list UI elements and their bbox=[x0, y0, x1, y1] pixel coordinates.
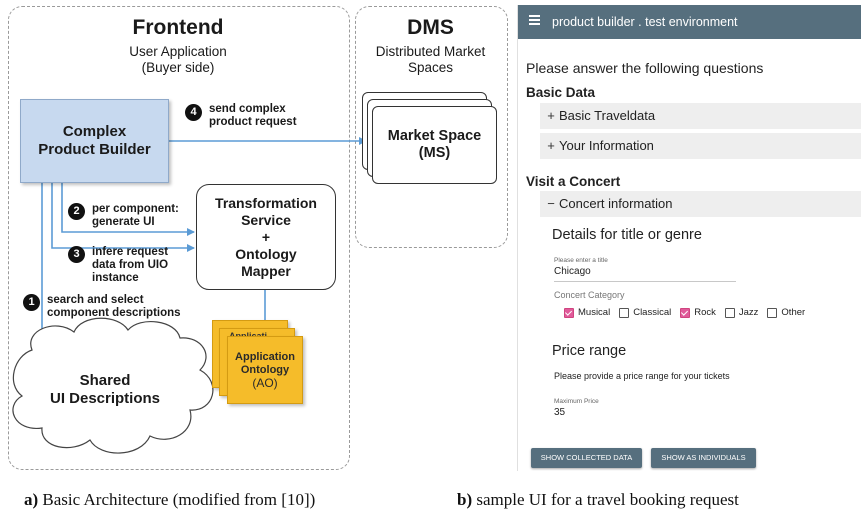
collapse-icon: − bbox=[547, 196, 555, 211]
price-range-text: Please provide a price range for your ti… bbox=[554, 371, 730, 381]
title-field-label: Please enter a title bbox=[554, 257, 608, 264]
details-heading: Details for title or genre bbox=[552, 227, 702, 243]
step1-line1: search and select bbox=[47, 294, 144, 306]
application-ontology-note: Application Ontology (AO) bbox=[227, 336, 303, 404]
transform-line3: Ontology bbox=[235, 245, 297, 262]
checkbox[interactable] bbox=[767, 307, 778, 318]
step4-line2: product request bbox=[209, 116, 297, 128]
category-musical[interactable]: Musical bbox=[564, 307, 610, 318]
app-title: product builder . test environment bbox=[552, 15, 738, 29]
dms-subtitle: Distributed Market Spaces bbox=[355, 44, 506, 76]
step4-badge: 4 bbox=[185, 104, 202, 121]
expand-icon: + bbox=[547, 138, 555, 153]
step4-label: send complex product request bbox=[209, 103, 297, 129]
step2-line1: per component: bbox=[92, 203, 179, 215]
category-jazz-label: Jazz bbox=[738, 307, 759, 318]
step3-line1: infere request bbox=[92, 246, 169, 258]
shared-ui-descriptions-label: Shared UI Descriptions bbox=[20, 372, 190, 408]
expand-icon: + bbox=[547, 108, 555, 123]
category-musical-label: Musical bbox=[578, 307, 611, 318]
concert-category-label: Concert Category bbox=[554, 290, 625, 300]
sample-ui-window: product builder . test environment Pleas… bbox=[517, 5, 861, 471]
panel-concert-information[interactable]: −Concert information bbox=[540, 191, 861, 217]
title-input[interactable]: Chicago bbox=[554, 266, 591, 277]
step1-label: search and select component descriptions bbox=[47, 294, 181, 320]
ontology-line3: (AO) bbox=[252, 375, 278, 390]
frontend-title: Frontend bbox=[132, 16, 224, 39]
caption-a-label: a) bbox=[24, 490, 39, 509]
menu-icon[interactable] bbox=[529, 15, 540, 25]
dms-title: DMS bbox=[407, 16, 454, 39]
caption-b-label: b) bbox=[457, 490, 473, 509]
ontology-line1: Application bbox=[235, 350, 295, 363]
category-rock[interactable]: Rock bbox=[680, 307, 716, 318]
step2-badge: 2 bbox=[68, 203, 85, 220]
questions-heading: Please answer the following questions bbox=[526, 60, 764, 76]
step3-label: infere request data from UIO instance bbox=[92, 246, 168, 285]
panel-your-information[interactable]: + Your Information bbox=[540, 133, 861, 159]
title-input-underline bbox=[554, 281, 736, 282]
panel-basic-label: Basic Traveldata bbox=[559, 108, 656, 123]
caption-b-text: sample UI for a travel booking request bbox=[472, 490, 739, 509]
transform-line4: Mapper bbox=[241, 262, 291, 279]
frontend-subtitle: User Application (Buyer side) bbox=[8, 44, 348, 76]
market-line1: Market Space bbox=[387, 128, 482, 144]
caption-a-text: Basic Architecture (modified from [10]) bbox=[38, 490, 316, 509]
concert-category-options: Musical Classical Rock Jazz Other bbox=[564, 307, 814, 318]
step4-line1: send complex bbox=[209, 103, 286, 115]
frontend-subtitle-line1: User Application bbox=[129, 44, 227, 59]
complex-product-builder: Complex Product Builder bbox=[20, 99, 169, 183]
cloud-line1: Shared bbox=[79, 372, 131, 389]
visit-concert-heading: Visit a Concert bbox=[526, 174, 621, 189]
show-collected-data-button[interactable]: SHOW COLLECTED DATA bbox=[531, 448, 642, 468]
show-as-individuals-button[interactable]: SHOW AS INDIVIDUALS bbox=[651, 448, 756, 468]
step3-line2: data from UIO bbox=[92, 259, 169, 271]
category-other-label: Other bbox=[781, 307, 806, 318]
dms-subtitle-line1: Distributed Market bbox=[375, 44, 486, 59]
step3-badge: 3 bbox=[68, 246, 85, 263]
max-price-label: Maximum Price bbox=[554, 398, 599, 405]
step2-line2: generate UI bbox=[92, 216, 155, 228]
step1-line2: component descriptions bbox=[47, 307, 181, 319]
basic-data-heading: Basic Data bbox=[526, 85, 596, 100]
checkbox[interactable] bbox=[724, 307, 735, 318]
caption-b: b) sample UI for a travel booking reques… bbox=[457, 490, 739, 510]
builder-line2: Product Builder bbox=[38, 141, 151, 158]
category-other[interactable]: Other bbox=[767, 307, 805, 318]
max-price-input[interactable]: 35 bbox=[554, 407, 566, 418]
checkbox-checked[interactable] bbox=[680, 307, 691, 318]
checkbox[interactable] bbox=[619, 307, 630, 318]
app-bar: product builder . test environment bbox=[518, 5, 861, 39]
market-line2: (MS) bbox=[418, 145, 451, 161]
category-classical-label: Classical bbox=[633, 307, 672, 318]
transform-line1: Transformation bbox=[215, 194, 317, 211]
step2-label: per component: generate UI bbox=[92, 203, 179, 229]
ontology-line2: Ontology bbox=[240, 363, 290, 376]
transform-line2: Service bbox=[241, 211, 291, 228]
panel-concert-label: Concert information bbox=[559, 196, 673, 211]
checkbox-checked[interactable] bbox=[564, 307, 574, 318]
panel-info-label: Your Information bbox=[559, 138, 654, 153]
cloud-line2: UI Descriptions bbox=[49, 390, 161, 407]
step1-badge: 1 bbox=[23, 294, 40, 311]
transform-plus: + bbox=[261, 228, 271, 245]
caption-a: a) Basic Architecture (modified from [10… bbox=[24, 490, 315, 510]
dms-subtitle-line2: Spaces bbox=[407, 60, 454, 75]
category-jazz[interactable]: Jazz bbox=[724, 307, 759, 318]
builder-line1: Complex bbox=[62, 123, 127, 140]
panel-basic-traveldata[interactable]: + Basic Traveldata bbox=[540, 103, 861, 129]
category-classical[interactable]: Classical bbox=[619, 307, 671, 318]
transformation-service: Transformation Service + Ontology Mapper bbox=[196, 184, 336, 290]
price-range-heading: Price range bbox=[552, 343, 627, 359]
market-space-card: Market Space (MS) bbox=[372, 106, 497, 184]
frontend-subtitle-line2: (Buyer side) bbox=[141, 60, 215, 75]
step3-line3: instance bbox=[92, 272, 139, 284]
category-rock-label: Rock bbox=[694, 307, 716, 318]
shared-ui-cloud bbox=[12, 317, 214, 454]
